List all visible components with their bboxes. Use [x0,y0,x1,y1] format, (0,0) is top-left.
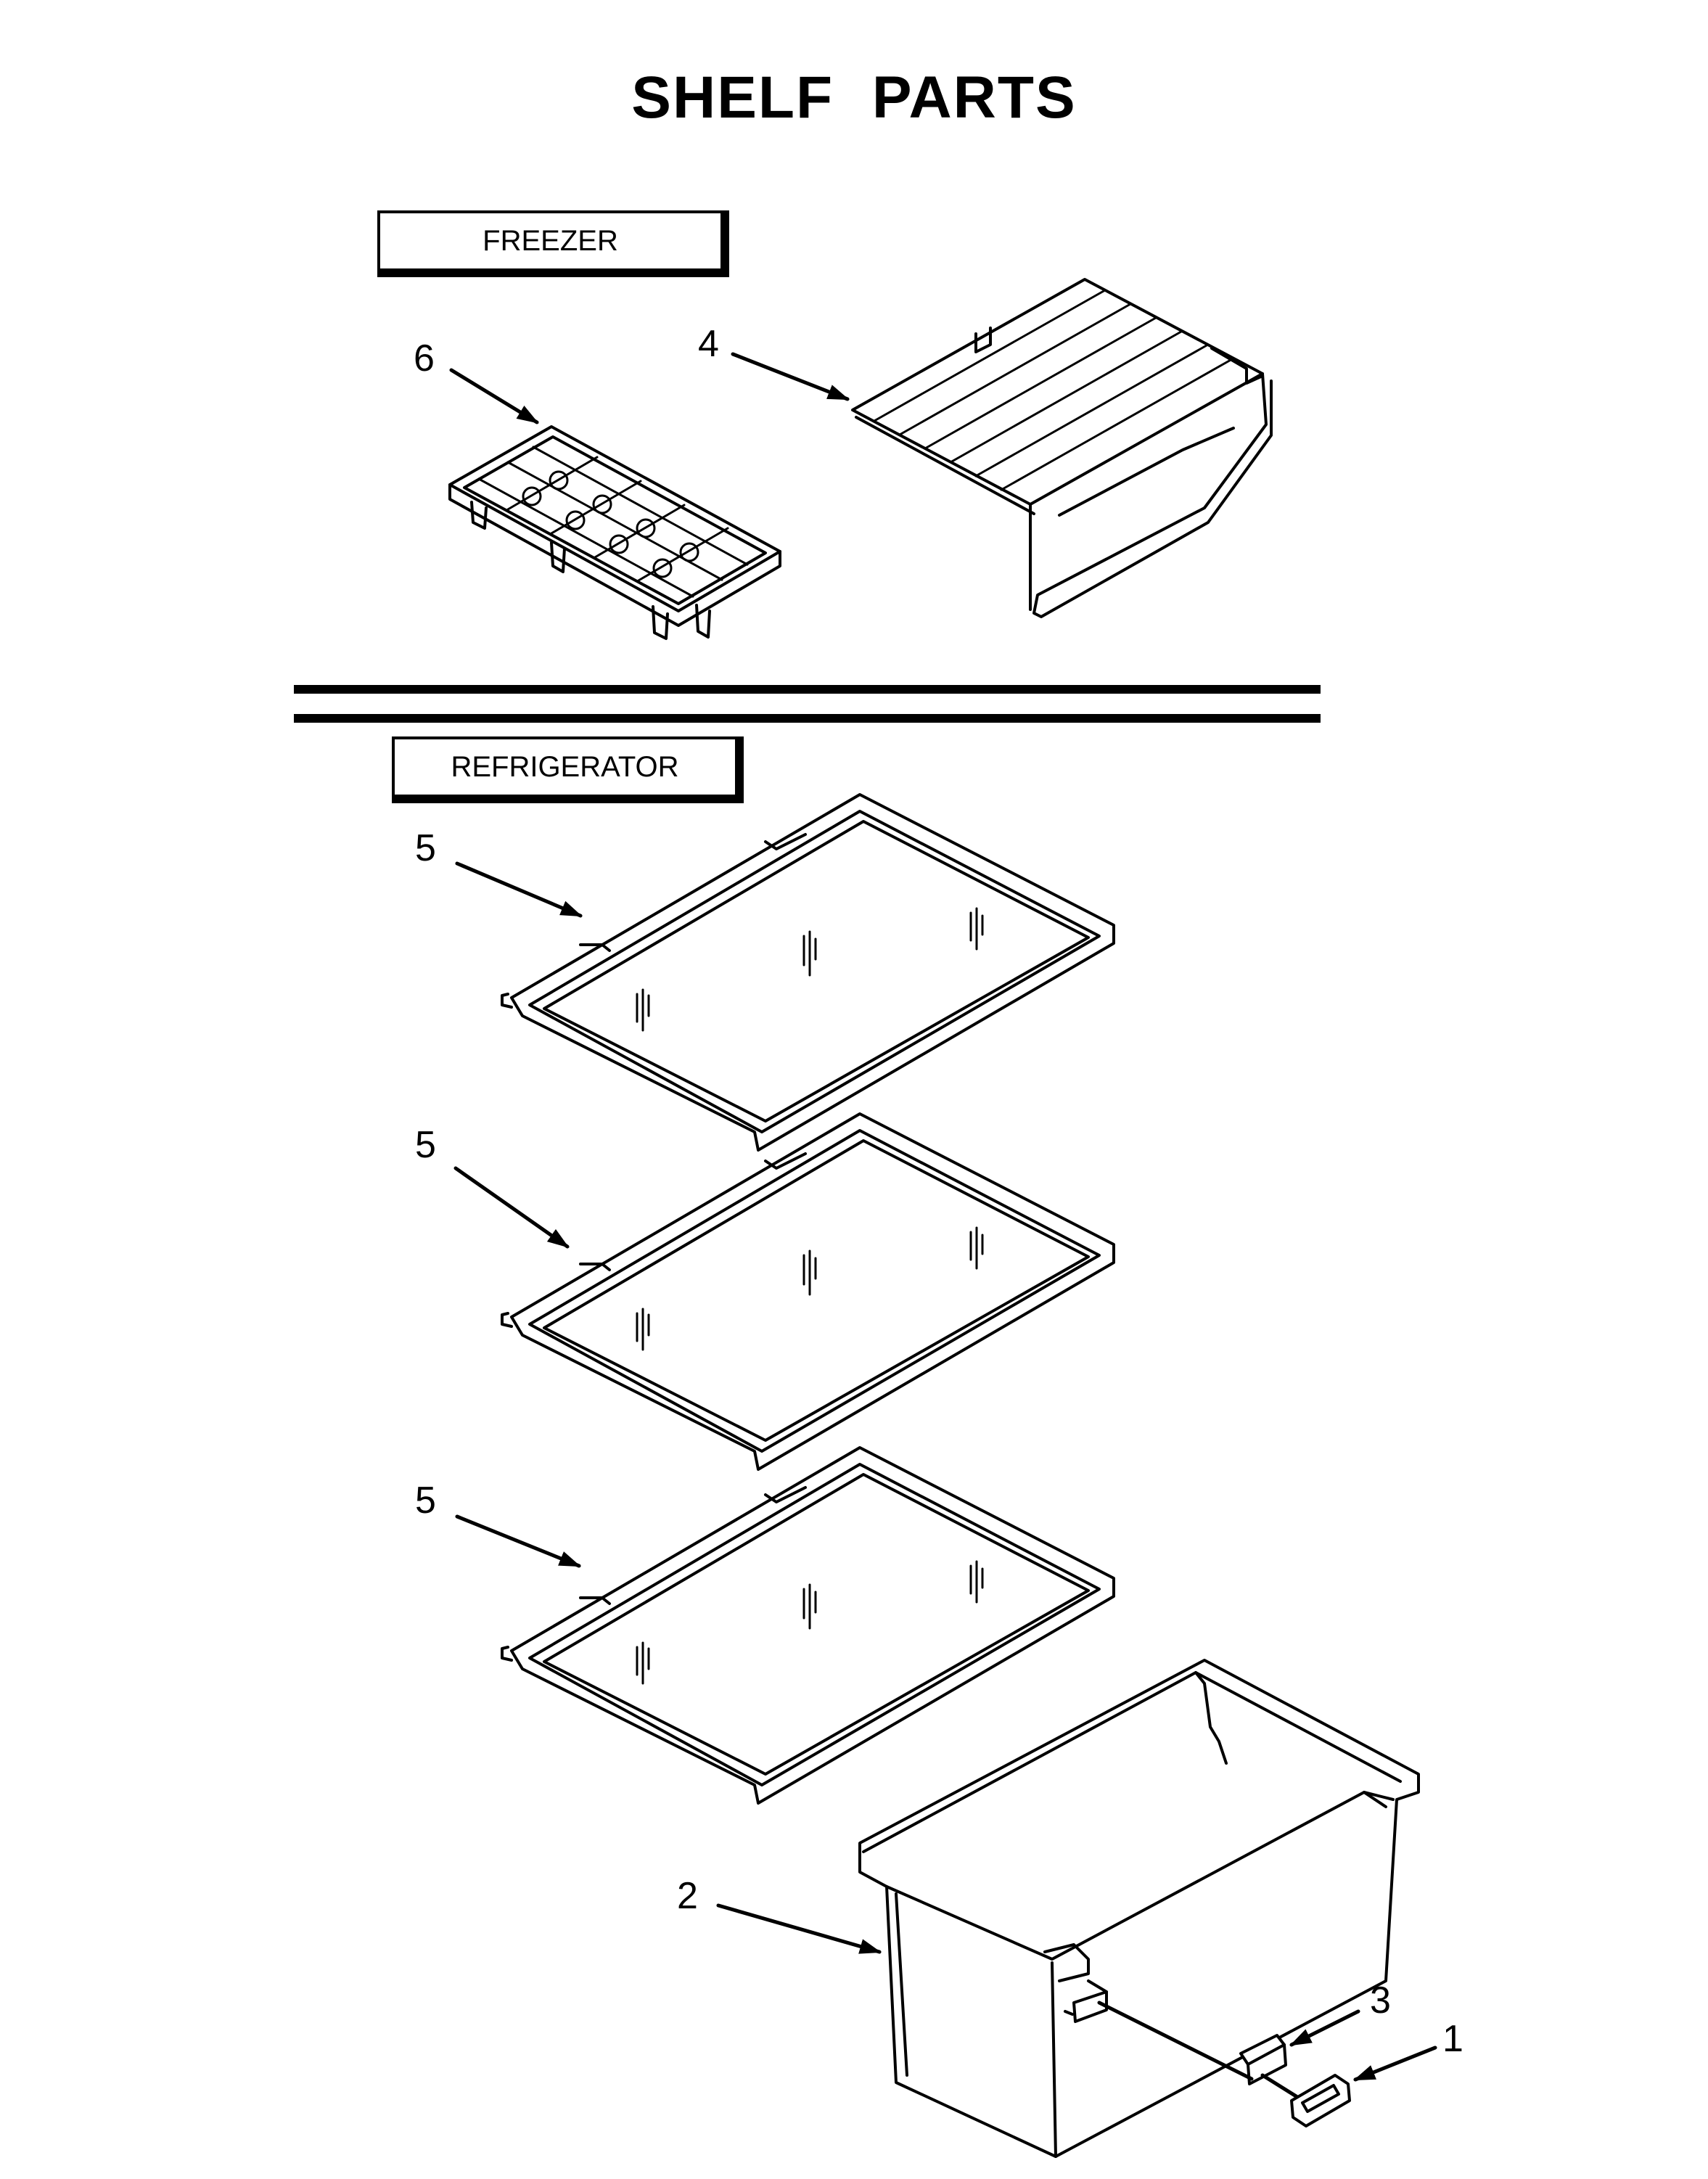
callout-ice-tray: 6 [414,337,435,379]
crisper-drawer [858,1659,1420,2158]
callout-glass-shelf-2: 5 [415,1124,436,1166]
freezer-section-label: FREEZER [377,210,729,277]
leader-arrows [449,352,1437,2082]
page-title: SHELF PARTS [631,65,1077,131]
drawer-handle-part [1290,2074,1351,2127]
ice-cube-tray [448,425,781,640]
wire-freezer-shelf [851,278,1273,618]
glass-shelf-middle [501,1112,1115,1471]
callout-wire-shelf: 4 [698,323,719,365]
callout-glass-shelf-1: 5 [415,827,436,869]
callout-crisper-drawer: 2 [677,1875,698,1917]
callout-drawer-handle: 1 [1442,2018,1463,2060]
glass-shelf-bottom [501,1446,1115,1805]
callout-glass-shelf-3: 5 [415,1480,436,1522]
glass-shelf-top [501,793,1115,1152]
section-divider [294,685,1321,723]
refrigerator-section-label: REFRIGERATOR [392,736,744,803]
